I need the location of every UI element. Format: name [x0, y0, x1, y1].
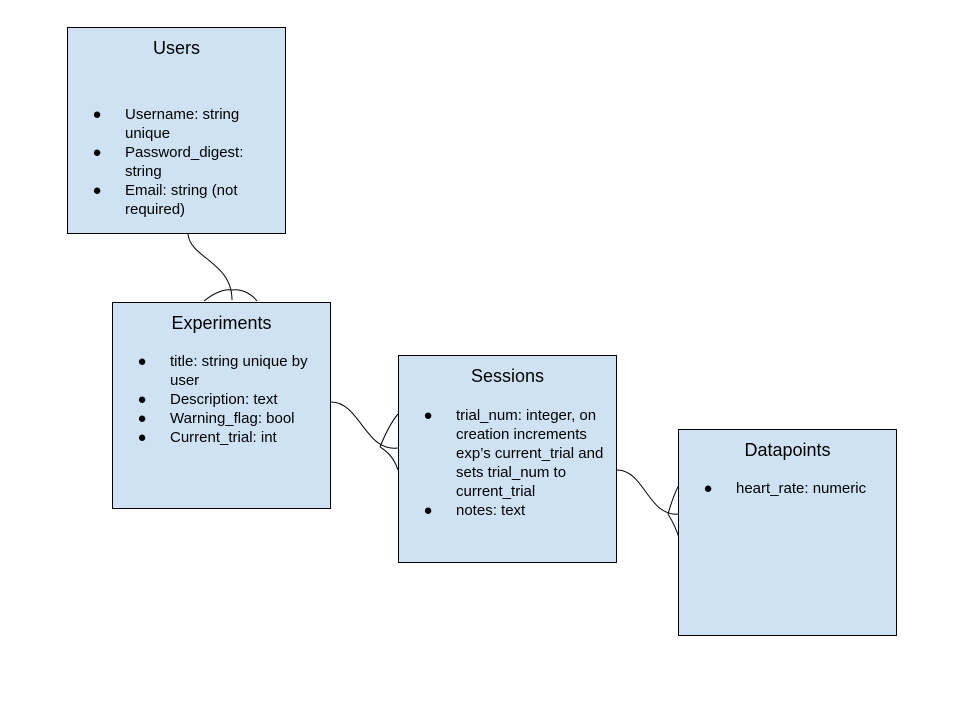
attribute-item: ● Warning_flag: bool	[137, 409, 322, 428]
attribute-item: ● trial_num: integer, on creation increme…	[423, 406, 613, 501]
attribute-text: Password_digest: string	[125, 144, 244, 180]
attribute-text: notes: text	[456, 502, 526, 519]
sessions-entity[interactable]: Sessions ● trial_num: integer, on creatio…	[398, 355, 617, 563]
attribute-text: Warning_flag: bool	[170, 410, 295, 427]
attribute-item: ● notes: text	[423, 501, 613, 520]
sessions-attribute-list: ● trial_num: integer, on creation increme…	[423, 406, 613, 520]
attribute-item: ● title: string unique by user	[137, 352, 322, 390]
experiments-attribute-list: ● title: string unique by user ● Descripti…	[137, 352, 322, 447]
users-title: Users	[152, 38, 200, 58]
bullet-icon: ●	[137, 353, 147, 370]
attribute-text: Current_trial: int	[170, 429, 277, 446]
attribute-text: heart_rate: numeric	[736, 480, 867, 497]
attribute-item: ● Username: string unique	[92, 105, 272, 143]
datapoints-entity[interactable]: Datapoints ● heart_rate: numeric	[678, 429, 897, 636]
attribute-item: ● Password_digest: string	[92, 143, 272, 181]
experiments-sessions-connector	[330, 401, 399, 449]
bullet-icon: ●	[92, 144, 102, 161]
bullet-icon: ●	[703, 480, 713, 497]
attribute-item: ● Description: text	[137, 390, 322, 409]
bullet-icon: ●	[423, 407, 433, 424]
attribute-item: ● Email: string (not required)	[92, 181, 272, 219]
attribute-text: Description: text	[170, 391, 278, 408]
attribute-item: ● Current_trial: int	[137, 428, 322, 447]
sessions-datapoints-connector	[616, 469, 681, 515]
attribute-item: ● heart_rate: numeric	[703, 479, 893, 498]
bullet-icon: ●	[137, 429, 147, 446]
bullet-icon: ●	[137, 410, 147, 427]
users-attribute-list: ● Username: string unique ● Password_diges…	[92, 105, 272, 219]
attribute-text: trial_num: integer, on creation incremen…	[456, 407, 604, 500]
attribute-text: title: string unique by user	[170, 353, 308, 389]
datapoints-attribute-list: ● heart_rate: numeric	[703, 479, 893, 498]
bullet-icon: ●	[423, 502, 433, 519]
users-entity[interactable]: Users ● Username: string unique ● Password…	[67, 27, 286, 234]
bullet-icon: ●	[92, 182, 102, 199]
datapoints-title: Datapoints	[744, 440, 831, 460]
bullet-icon: ●	[92, 106, 102, 123]
experiments-sessions-crowfoot	[379, 413, 399, 471]
users-experiments-crowfoot	[203, 289, 258, 302]
users-experiments-connector	[187, 233, 233, 301]
attribute-text: Username: string unique	[125, 106, 240, 142]
sessions-title: Sessions	[470, 366, 545, 386]
bullet-icon: ●	[137, 391, 147, 408]
experiments-title: Experiments	[171, 313, 272, 333]
experiments-entity[interactable]: Experiments ● title: string unique by use…	[112, 302, 331, 509]
attribute-text: Email: string (not required)	[125, 182, 238, 218]
